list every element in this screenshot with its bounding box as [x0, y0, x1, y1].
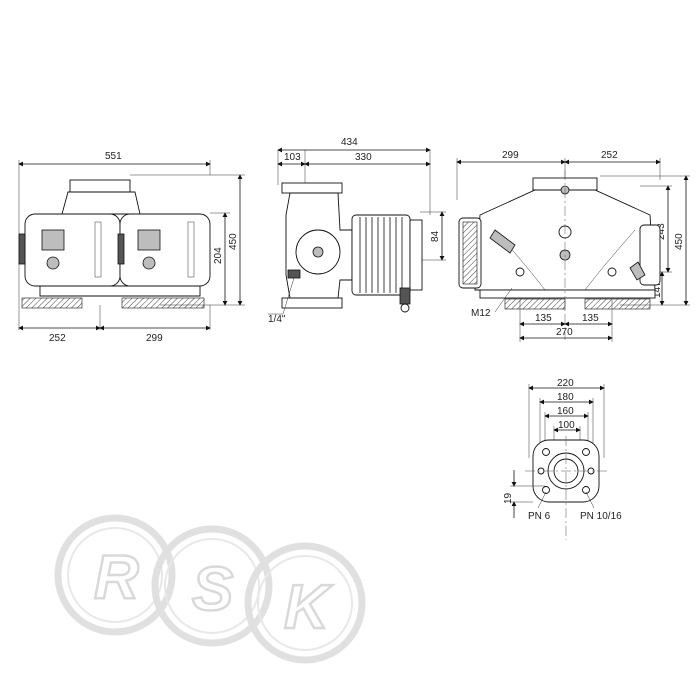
- front-motor-left: [24, 213, 121, 287]
- watermark-ring-k: [244, 542, 366, 664]
- front-foot-left: [21, 297, 83, 309]
- front-foot-right: [121, 297, 205, 309]
- side-dim-434: 434: [341, 137, 358, 148]
- rear-view: 299 252 243 450 147: [456, 150, 690, 342]
- front-knob-right: [142, 256, 156, 270]
- front-dim-551: 551: [105, 151, 122, 162]
- watermark-letter-s: S: [192, 555, 233, 624]
- rear-base: [479, 289, 656, 299]
- rear-drain-right: [607, 267, 617, 277]
- rear-dim-450: 450: [674, 233, 685, 250]
- flange-bolt-hole-1: [542, 448, 550, 456]
- side-bottom-flange: [281, 297, 343, 309]
- flange-bolt-hole-2: [582, 448, 590, 456]
- flange-view: 220 180 160 100 19 PN 6 P: [503, 378, 622, 540]
- rear-dim-252: 252: [601, 150, 618, 161]
- flange-dim-220: 220: [557, 378, 574, 389]
- rear-dim-243: 243: [656, 223, 667, 240]
- rear-dim-299: 299: [502, 150, 519, 161]
- rear-foot-left: [504, 298, 566, 310]
- front-display-right: [137, 229, 161, 251]
- front-display-left: [41, 229, 65, 251]
- side-motor-cap: [409, 219, 423, 291]
- rear-housing: [474, 189, 656, 291]
- side-dim-330: 330: [355, 152, 372, 163]
- front-base: [39, 285, 201, 297]
- front-knob-left: [46, 256, 60, 270]
- watermark-letter-k: K: [284, 573, 333, 642]
- flange-bolt-hole-4: [582, 486, 590, 494]
- front-view: 551 252 299 450 204: [18, 151, 245, 344]
- watermark-logo: R S K: [54, 514, 366, 664]
- watermark-inner-ring-r: [67, 527, 163, 623]
- front-dim-252: 252: [49, 333, 66, 344]
- rear-bolt-label: M12: [471, 308, 491, 319]
- front-brand-stripe-right: [187, 221, 195, 278]
- flange-dim-180: 180: [557, 392, 574, 403]
- rear-gland-right: [629, 261, 646, 281]
- watermark-inner-ring-k: [257, 555, 353, 651]
- rear-dim-147: 147: [652, 281, 663, 298]
- side-gland-nut: [400, 303, 410, 313]
- front-gland-right: [117, 233, 125, 265]
- flange-dim-100: 100: [558, 420, 575, 431]
- rear-motor-fins-left: [462, 221, 478, 285]
- front-dim-299: 299: [146, 333, 163, 344]
- flange-label-pn6: PN 6: [528, 511, 551, 522]
- front-gland-left: [18, 233, 26, 265]
- side-gland: [399, 287, 411, 305]
- side-thread-label: 1/4": [268, 314, 286, 325]
- side-dim-103: 103: [284, 152, 301, 163]
- front-flange: [69, 179, 131, 193]
- flange-dim-19: 19: [503, 492, 514, 504]
- side-motor: [351, 214, 411, 296]
- rear-drain-left: [515, 267, 525, 277]
- front-brand-stripe-left: [94, 221, 102, 278]
- rear-dim-135-left: 135: [535, 313, 552, 324]
- side-cooling-fins: [359, 217, 403, 293]
- flange-label-pn1016: PN 10/16: [580, 511, 622, 522]
- side-drain-plug: [287, 269, 301, 279]
- front-motor-right: [119, 213, 211, 287]
- watermark-inner-ring-s: [164, 538, 260, 634]
- rear-gland-left: [489, 229, 516, 254]
- watermark-letter-r: R: [94, 543, 139, 612]
- front-dim-204: 204: [213, 247, 224, 264]
- side-top-flange: [281, 182, 343, 194]
- side-view: 434 103 330 84: [268, 137, 446, 325]
- flange-dim-160: 160: [557, 406, 574, 417]
- side-volute-hub: [312, 246, 324, 258]
- front-dim-450: 450: [228, 233, 239, 250]
- watermark-ring-s: [151, 525, 273, 647]
- rear-dim-270: 270: [556, 327, 573, 338]
- rear-motor-cap-right: [639, 224, 661, 286]
- front-housing: [61, 191, 141, 215]
- flange-bolt-hole-3: [542, 486, 550, 494]
- watermark-ring-r: [54, 514, 176, 636]
- rear-foot-right: [584, 298, 651, 310]
- rear-rib-right: [584, 229, 636, 291]
- rear-dim-135-right: 135: [582, 313, 599, 324]
- side-dim-84: 84: [430, 230, 441, 242]
